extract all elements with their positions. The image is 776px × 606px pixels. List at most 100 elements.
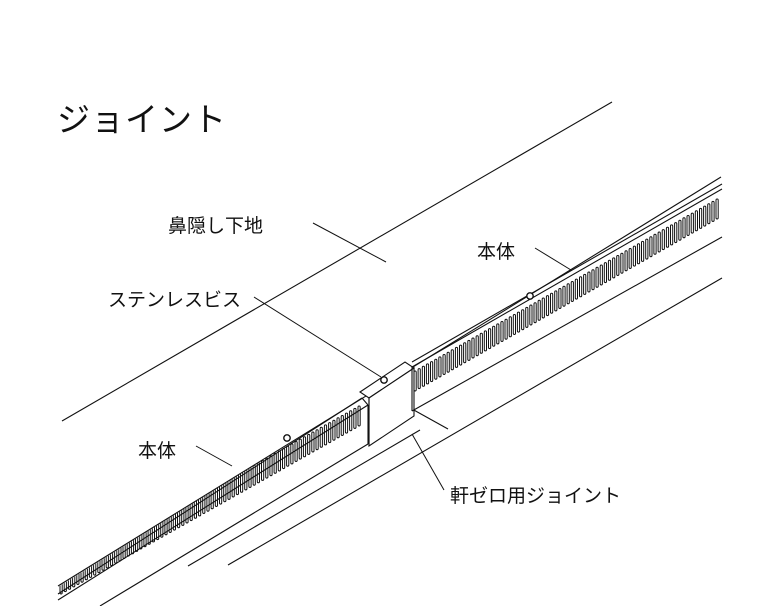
vent-slot [105,547,109,569]
vent-slot [340,415,344,436]
vent-slot [595,266,599,288]
vent-slot [425,363,430,385]
vent-slot [252,464,256,486]
vent-slot [508,316,512,338]
vent-slot [479,332,483,354]
vent-slot [438,356,442,378]
vent-slot [269,455,273,477]
diagram-title: ジョイント [57,100,227,139]
vent-slot [430,361,434,383]
vent-slot [574,278,578,300]
vent-slot [126,535,130,557]
vent-slot [302,436,307,458]
body-right [411,183,723,412]
vent-slot [516,311,521,333]
vent-slot [219,483,223,505]
vent-slot [653,233,657,255]
vent-slot [715,198,719,220]
vent-slot [235,474,240,496]
vent-slot [711,200,715,222]
vent-slot [686,215,690,236]
vent-slot [114,542,118,564]
vent-slot [694,210,698,232]
vent-slot [357,405,361,427]
vent-slot [450,349,454,371]
vent-slot [632,245,636,267]
label-body-left: 本体 [138,440,177,462]
vent-slot [442,354,446,375]
vent-slots-left [59,405,361,595]
vent-slot [109,545,114,567]
screw-joint [380,376,388,384]
vent-slot [282,448,286,470]
vent-slot [616,255,620,276]
vent-slot [353,407,357,429]
vent-slot [290,443,294,465]
vent-slot [88,556,93,578]
vent-slot [122,538,126,559]
vent-slot [467,339,471,361]
vent-slot [645,238,649,260]
vent-slot [628,248,632,269]
vent-slot [135,530,139,552]
vent-slot [488,328,492,350]
screws [283,292,534,442]
vent-slot [454,346,459,368]
vent-slot [223,481,227,503]
label-screw: ステンレスビス [108,289,242,311]
vent-slot [315,429,319,451]
vent-slot [277,450,281,472]
vent-slot [599,264,603,286]
lower-edges [187,277,723,567]
vent-slot [147,523,151,545]
vent-slots-right [413,198,719,392]
vent-slot [690,212,694,234]
vent-slot [537,299,541,321]
vent-slot [118,540,122,562]
vent-slot [665,226,670,248]
substrate-board [57,101,722,587]
vent-slot [483,330,487,352]
vent-slot [533,302,537,324]
vent-slot [319,426,323,448]
vent-slot [273,452,277,474]
vent-slot [649,236,653,258]
vent-slot [566,283,570,305]
vent-slot [603,262,607,284]
vent-slot [699,207,703,229]
vent-slot [591,269,595,291]
vent-slot [84,559,88,581]
vent-slot [703,205,707,227]
vent-slot [294,441,298,462]
label-substrate: 鼻隠し下地 [168,215,264,237]
vent-slot [641,240,645,262]
vent-slot [550,292,554,314]
screw-right [526,292,534,300]
vent-slot [545,295,550,317]
vent-slot [101,549,105,571]
vent-slot [261,459,265,481]
label-joint: 軒ゼロ用ジョイント [450,485,622,507]
vent-slot [636,243,641,265]
vent-slot [93,554,97,576]
leader-joint [411,433,445,491]
vent-slot [587,271,591,293]
label-body-right: 本体 [477,241,516,263]
vent-slot [471,337,475,359]
vent-slot [558,288,562,309]
leader-screw [253,296,382,378]
vent-slot [554,290,558,312]
leader-lines [195,222,572,491]
vent-slot [607,259,612,281]
screw-left [283,434,291,442]
vent-slot [496,323,500,345]
vent-slot [256,462,260,484]
vent-slot [707,203,711,225]
vent-slot [143,526,147,548]
vent-slot [214,486,219,507]
vent-slot [570,281,574,302]
vent-slot [139,528,143,550]
vent-slot [521,309,525,331]
